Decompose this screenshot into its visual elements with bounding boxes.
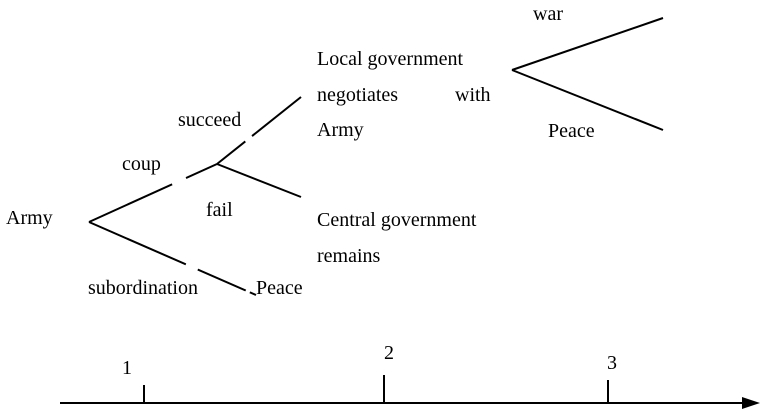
label-coup: coup — [122, 153, 161, 175]
edge-subordination — [88, 221, 257, 296]
node-central-line1: Central government — [317, 209, 477, 231]
gap — [243, 134, 254, 143]
node-peace-lower: Peace — [256, 277, 303, 299]
node-central-line2: remains — [317, 245, 381, 267]
node-local-line2a: negotiates — [317, 84, 398, 106]
node-local-line2b: with — [455, 84, 491, 106]
arrowhead-icon — [742, 397, 760, 409]
timeline-label-2: 2 — [384, 342, 394, 364]
edge-war — [511, 17, 664, 71]
edge-coup — [88, 163, 218, 223]
label-subordination: subordination — [88, 277, 198, 299]
gap — [171, 176, 187, 186]
gap — [185, 262, 199, 271]
timeline-label-3: 3 — [607, 352, 617, 374]
node-army: Army — [6, 207, 53, 229]
label-war: war — [533, 3, 563, 25]
edge-fail — [216, 163, 302, 198]
edge-succeed — [216, 96, 302, 165]
timeline-label-1: 1 — [122, 357, 132, 379]
node-peace-upper: Peace — [548, 120, 595, 142]
gap — [245, 288, 251, 294]
label-fail: fail — [206, 199, 233, 221]
label-succeed: succeed — [178, 109, 241, 131]
edge-peace — [511, 69, 664, 131]
node-local-line3: Army — [317, 119, 364, 141]
node-local-line1: Local government — [317, 48, 463, 70]
